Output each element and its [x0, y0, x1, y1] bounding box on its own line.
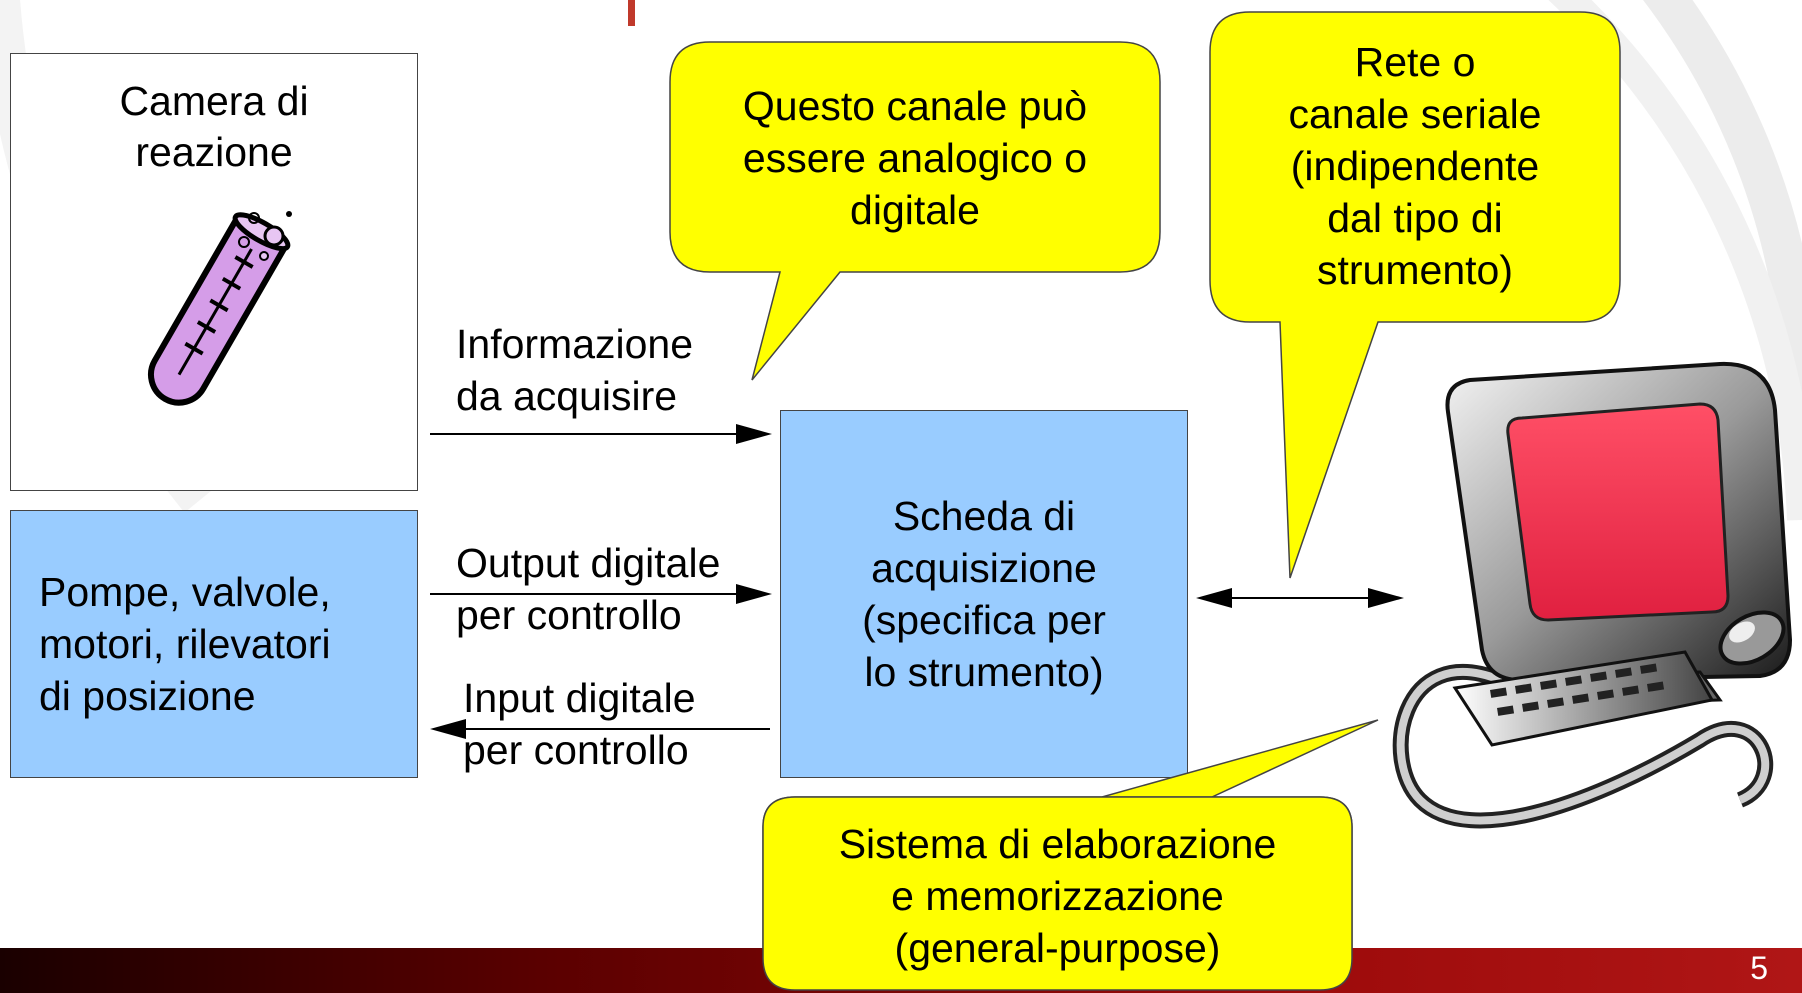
acquisition-card-label-line1: Scheda di [892, 493, 1076, 539]
title-accent-mark [628, 0, 635, 26]
callout-system-line3: (general-purpose) [894, 925, 1221, 971]
test-tube-icon [148, 211, 292, 406]
actuators-label-line1: Pompe, valvole, [39, 569, 331, 615]
callout-network-text: Rete o canale seriale (indipendente dal … [1210, 36, 1620, 296]
information-label-line1: Informazione [456, 321, 694, 367]
information-label: Informazione da acquisire [456, 318, 693, 422]
callout-channel-text: Questo canale può essere analogico o dig… [670, 80, 1160, 236]
reaction-chamber-label-line1: Camera di [119, 78, 309, 124]
reaction-chamber-box: Camera di reazione [10, 53, 418, 491]
reaction-chamber-label-line2: reazione [135, 129, 293, 175]
output-arrow-head [736, 584, 772, 604]
actuators-box: Pompe, valvole, motori, rilevatori di po… [10, 510, 418, 778]
information-label-line2: da acquisire [456, 373, 678, 419]
callout-system-line1: Sistema di elaborazione [838, 821, 1277, 867]
input-label: Input digitale per controllo [463, 672, 696, 776]
acquisition-card-label-line4: lo strumento) [864, 649, 1104, 695]
acquisition-card-box: Scheda di acquisizione (specifica per lo… [780, 410, 1188, 778]
callout-network-line4: dal tipo di [1327, 195, 1503, 241]
information-arrow-head [736, 424, 772, 444]
reaction-chamber-label: Camera di reazione [119, 76, 308, 178]
callout-network-line3: (indipendente [1290, 143, 1540, 189]
output-label-line1: Output digitale [456, 540, 721, 586]
callout-network-bubble [1209, 11, 1621, 579]
output-label: Output digitale per controllo [456, 537, 720, 641]
input-label-line2: per controllo [463, 727, 689, 773]
desktop-computer-icon [1392, 361, 1793, 829]
callout-network-line1: Rete o [1354, 39, 1476, 85]
callout-channel-bubble [669, 41, 1161, 381]
actuators-label-line3: di posizione [39, 673, 256, 719]
callout-channel-line1: Questo canale può [742, 83, 1088, 129]
acquisition-card-label-line3: (specifica per [862, 597, 1106, 643]
output-label-line2: per controllo [456, 592, 682, 638]
callout-system-line2: e memorizzazione [891, 873, 1224, 919]
acquisition-card-label-line2: acquisizione [871, 545, 1097, 591]
callout-system-text: Sistema di elaborazione e memorizzazione… [763, 818, 1352, 974]
actuators-label-line2: motori, rilevatori [39, 621, 331, 667]
callout-network-line2: canale seriale [1288, 91, 1542, 137]
input-label-line1: Input digitale [463, 675, 696, 721]
network-arrow-head-left [1196, 588, 1232, 608]
input-arrow-head [430, 719, 466, 739]
callout-network-line5: strumento) [1317, 247, 1513, 293]
page-number: 5 [1750, 950, 1768, 986]
callout-channel-line2: essere analogico o [742, 135, 1088, 181]
network-arrow-head-right [1368, 588, 1404, 608]
callout-channel-line3: digitale [850, 187, 980, 233]
